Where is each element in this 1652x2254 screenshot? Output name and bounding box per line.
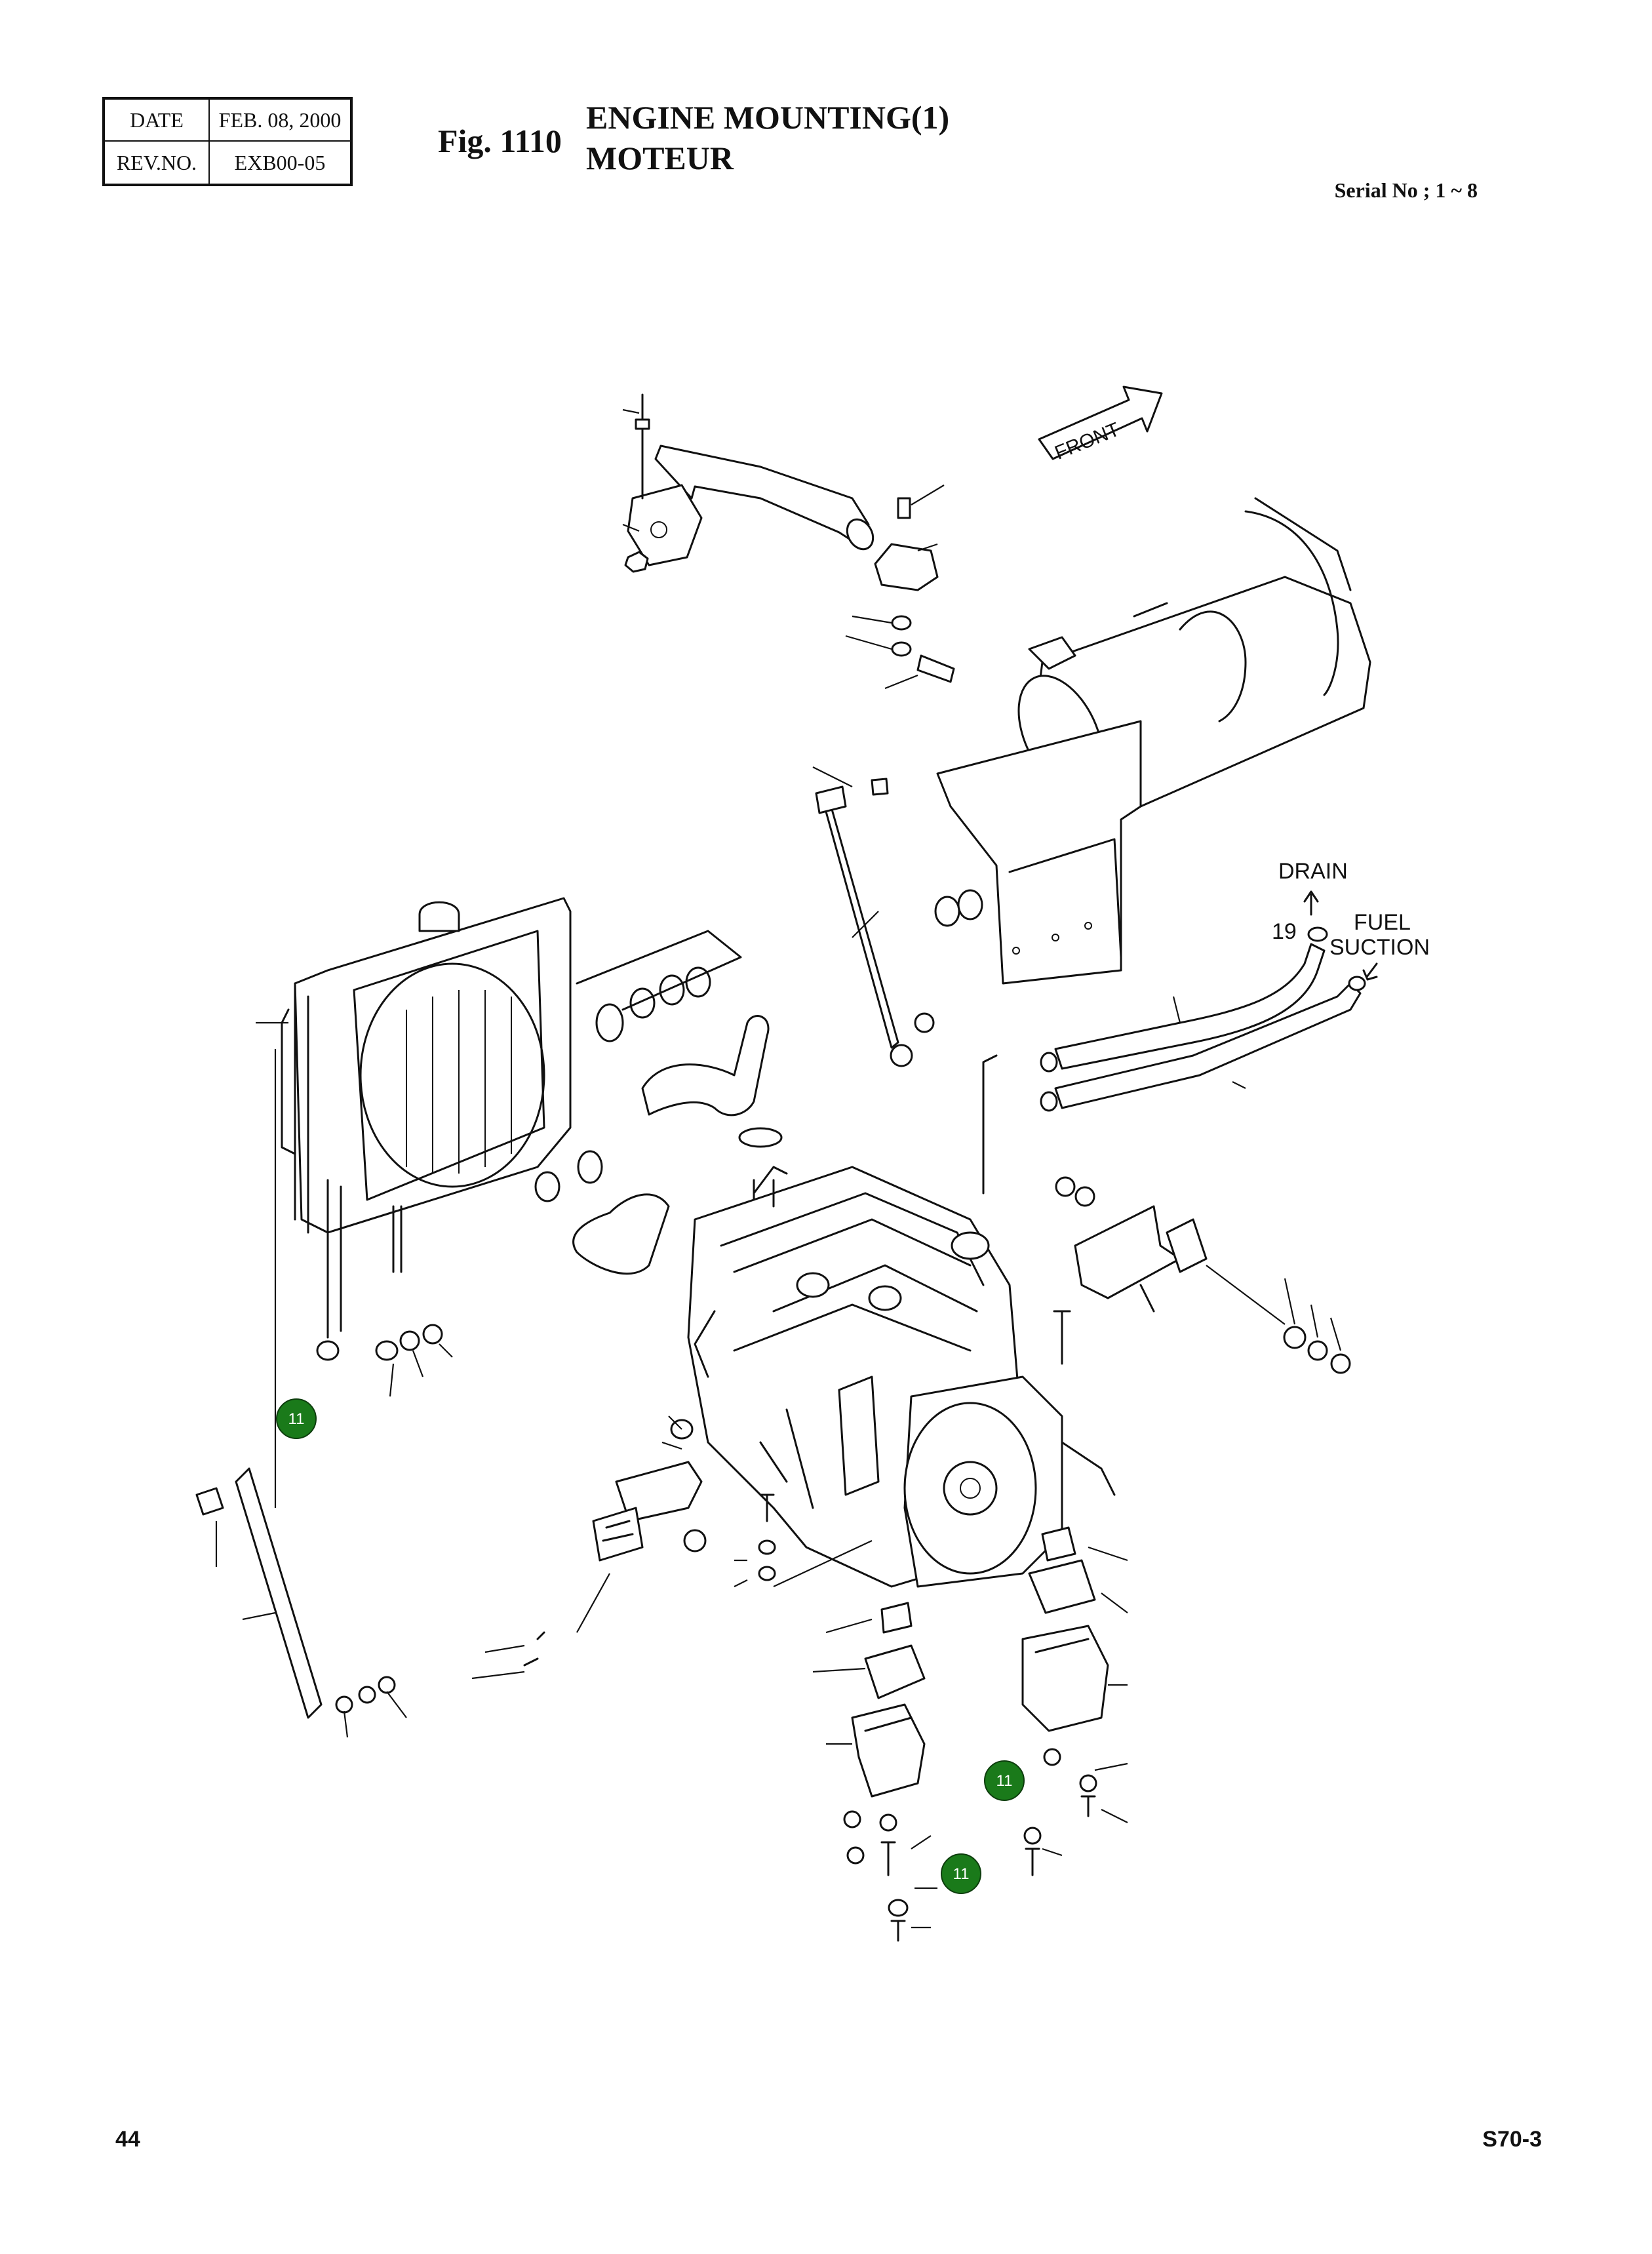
front-direction-arrow: FRONT: [1038, 386, 1163, 464]
center-hardware: [471, 1493, 873, 1680]
fuel-hoses: [1040, 890, 1378, 1112]
drain-label: DRAIN: [1278, 859, 1348, 884]
callout-marker: 11: [941, 1853, 981, 1894]
figure-title-english: ENGINE MOUNTING(1): [586, 99, 950, 136]
callout-label: 11: [996, 1772, 1013, 1790]
reference-19: 19: [1272, 919, 1297, 944]
page-number: 44: [115, 2127, 140, 2152]
coolant-hoses: [534, 1003, 783, 1275]
muffler-bracket: [934, 720, 1142, 985]
figure-title-french: MOTEUR: [586, 140, 734, 176]
revision-info-box: DATE FEB. 08, 2000 REV.NO. EXB00-05: [102, 97, 353, 186]
rev-value: EXB00-05: [234, 150, 326, 174]
fuel-label: FUEL: [1354, 910, 1411, 935]
document-code: S70-3: [1482, 2127, 1542, 2152]
stay-rod: [812, 766, 935, 1067]
radiator-top-hardware: [576, 930, 742, 1019]
flywheel-housing: [903, 1375, 1116, 1588]
rev-label: REV.NO.: [105, 142, 210, 184]
callout-marker: 11: [276, 1398, 317, 1439]
suction-label: SUCTION: [1329, 935, 1430, 960]
exhaust-clamp-hardware: [845, 484, 955, 690]
left-stay-rod: [195, 1324, 453, 1738]
date-label: DATE: [105, 100, 210, 142]
callout-marker: 11: [984, 1760, 1025, 1801]
figure-number: Fig. 1110: [438, 123, 562, 159]
callout-label: 11: [288, 1410, 305, 1428]
right-engine-mount: [1021, 1526, 1128, 1876]
center-engine-mount: [812, 1602, 937, 1942]
serial-range: Serial No ; 1 ~ 8: [1334, 178, 1478, 202]
exhaust-pipe: [622, 393, 875, 573]
date-value: FEB. 08, 2000: [210, 100, 350, 142]
radiator-assembly: [256, 897, 572, 1508]
callout-label: 11: [953, 1865, 970, 1883]
left-mount-plate: [576, 1415, 707, 1633]
right-mount-bracket: [1053, 1176, 1351, 1374]
